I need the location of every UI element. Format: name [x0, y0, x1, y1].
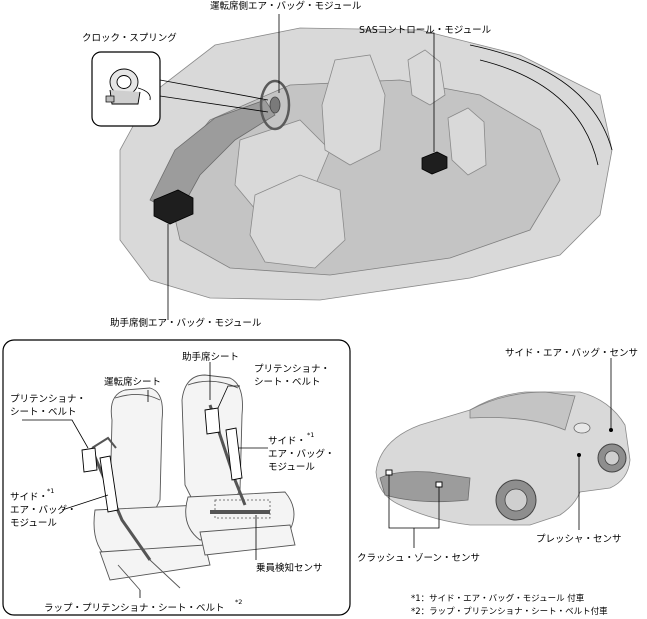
label-left-pretensioner-line2: シート・ベルト — [10, 407, 77, 418]
label-pressure-sensor: プレッシャ・センサ — [536, 534, 622, 545]
sas-control-module-component — [421, 151, 448, 175]
clock-spring-component — [105, 68, 151, 105]
label-occupant-sensor: 乗員検知センサ — [256, 562, 323, 574]
label-sas-control-module: SASコントロール・モジュール — [359, 25, 492, 36]
left-side-airbag-component — [99, 455, 119, 513]
label-right-pretensioner-line2: シート・ベルト — [254, 377, 321, 388]
driver-seat-illustration — [90, 387, 211, 591]
label-left-pretensioner-line1: プリテンショナ・ — [10, 394, 86, 405]
label-left-side-airbag-line1: サイド・ — [10, 492, 48, 503]
crash-zone-sensor-left-component — [385, 469, 393, 476]
occupant-sensor-component — [210, 510, 270, 514]
cabin-interior-illustration — [119, 27, 613, 301]
label-driver-airbag-module: 運転席側エア・バッグ・モジュール — [210, 0, 362, 12]
label-driver-seat: 運転席シート — [104, 376, 161, 388]
label-left-side-airbag-sup: *1 — [47, 487, 54, 495]
label-right-side-airbag-sup: *1 — [307, 431, 314, 439]
passenger-airbag-module-component — [153, 189, 194, 225]
label-side-airbag-sensor: サイド・エア・バッグ・センサ — [505, 347, 638, 359]
left-pretensioner-component — [81, 447, 98, 473]
right-pretensioner-component — [204, 407, 221, 435]
label-left-side-airbag-line3: モジュール — [10, 518, 57, 529]
label-passenger-airbag-module: 助手席側エア・バッグ・モジュール — [110, 317, 262, 329]
label-right-side-airbag-line1: サイド・ — [268, 436, 306, 447]
right-side-airbag-component — [225, 427, 243, 481]
label-clock-spring: クロック・スプリング — [82, 32, 177, 44]
label-right-pretensioner-line1: プリテンショナ・ — [254, 364, 330, 375]
label-passenger-seat: 助手席シート — [182, 351, 239, 363]
label-right-side-airbag-line2: エア・バッグ・ — [268, 448, 335, 460]
label-left-side-airbag-line2: エア・バッグ・ — [10, 504, 77, 516]
footnote-side-airbag: *1：サイド・エア・バッグ・モジュール 付車 — [411, 593, 585, 604]
exterior-car-illustration — [375, 391, 631, 526]
passenger-seat-illustration — [181, 374, 296, 556]
label-lap-pretensioner: ラップ・プリテンショナ・シート・ベルト — [44, 603, 225, 614]
label-lap-pretensioner-sup: *2 — [235, 598, 242, 606]
label-right-side-airbag-line3: モジュール — [268, 462, 315, 473]
crash-zone-sensor-right-component — [435, 481, 443, 488]
label-crash-zone-sensor: クラッシュ・ゾーン・センサ — [357, 553, 480, 564]
footnote-lap-pretensioner: *2：ラップ・プリテンショナ・シート・ベルト付車 — [411, 606, 608, 617]
